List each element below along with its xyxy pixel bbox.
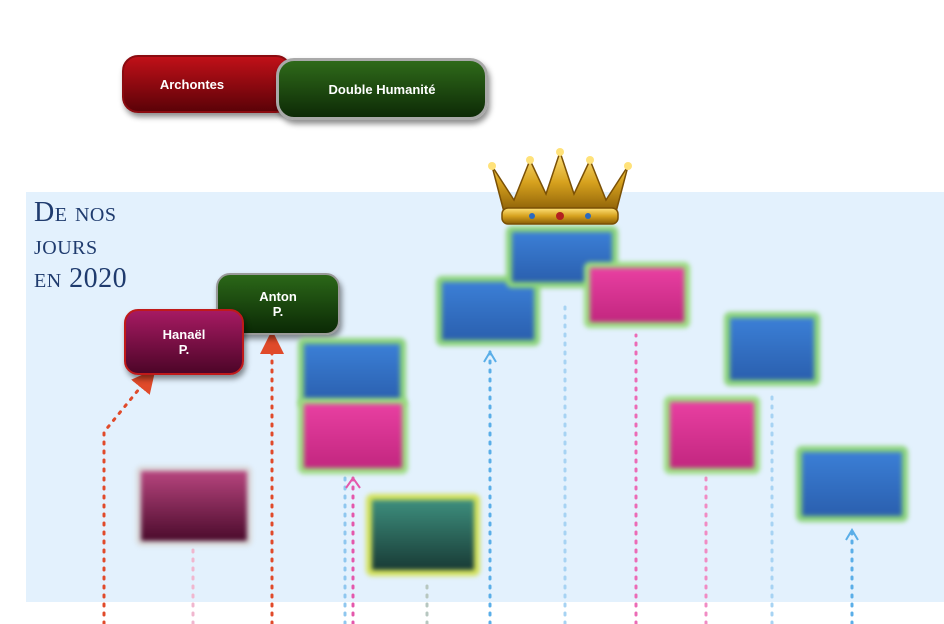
blurred-node-blue-2 [436, 276, 540, 346]
crown-icon [488, 148, 632, 225]
blurred-node-pink-2 [584, 262, 690, 328]
legend-archontes: Archontes [122, 55, 292, 113]
blurred-node-blue-3 [724, 312, 820, 386]
node-hanael: Hanaël P. [124, 309, 244, 375]
legend-double-humanite: Double Humanité [276, 58, 488, 120]
blurred-node-teal [366, 494, 480, 576]
blurred-node-blue-1 [298, 338, 406, 408]
blurred-node-blue-top [506, 226, 618, 288]
blurred-node-blue-4 [796, 446, 908, 522]
period-label: De nos jours en 2020 [34, 197, 128, 294]
blurred-node-darkplum [136, 466, 252, 546]
blurred-node-pink-1 [298, 398, 408, 474]
connector-hanael [102, 368, 156, 624]
blurred-node-pink-3 [664, 396, 760, 474]
